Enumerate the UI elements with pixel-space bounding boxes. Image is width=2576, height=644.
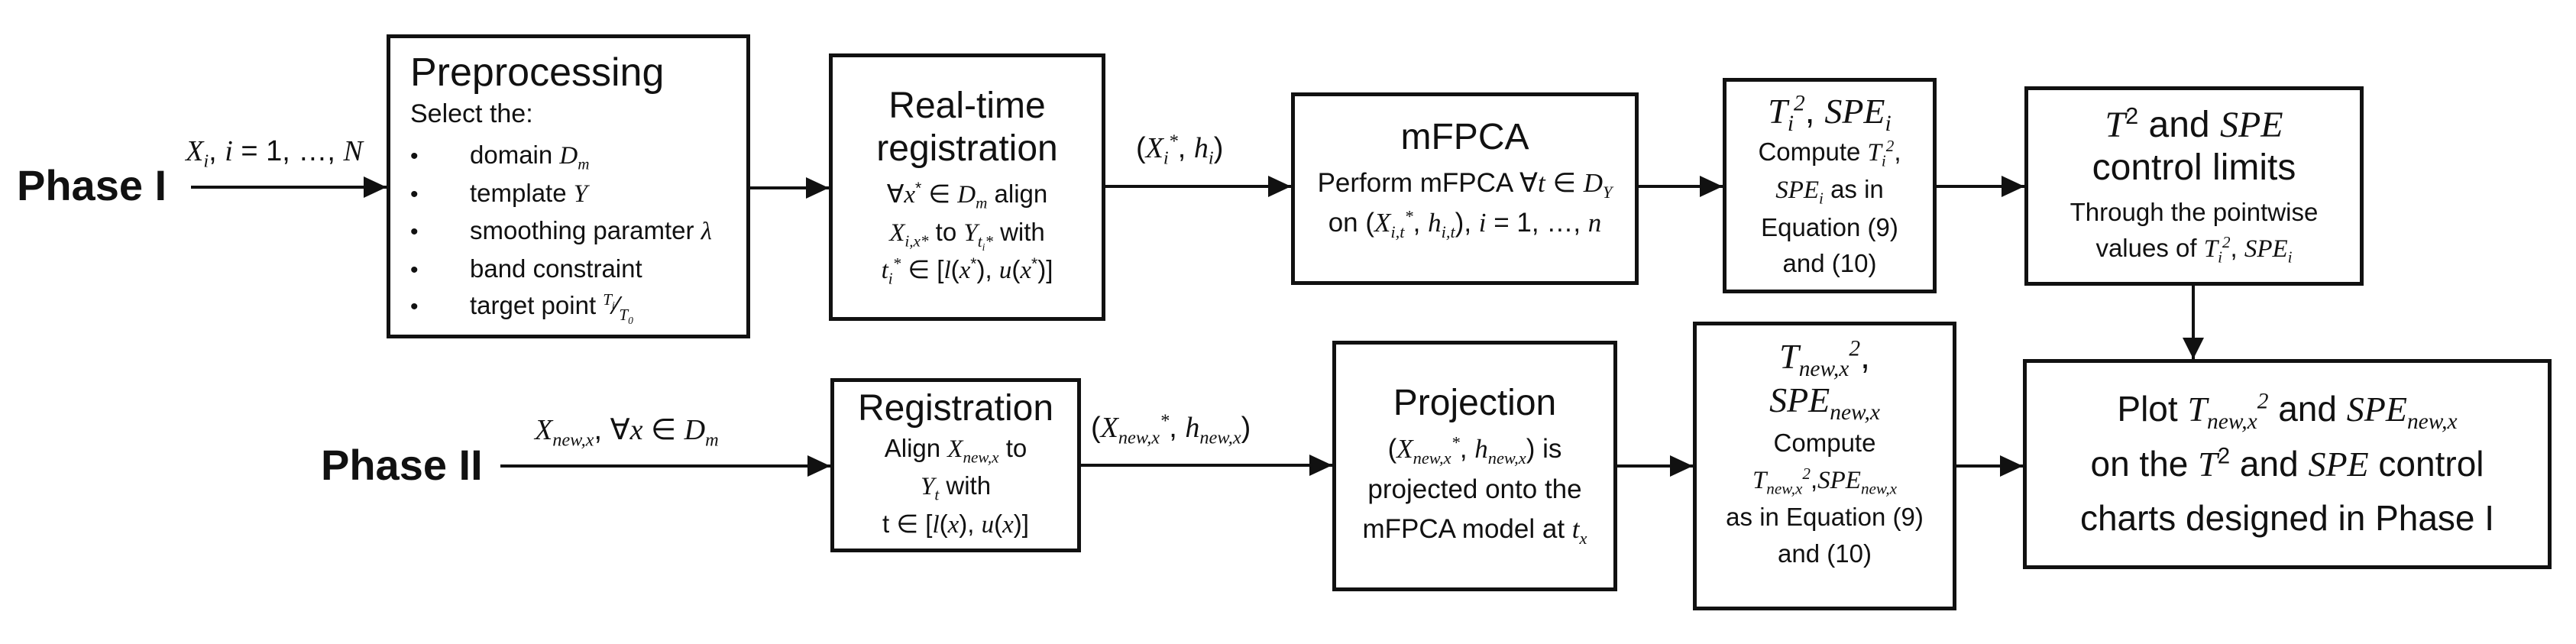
box-plot-charts: Plot Tnew,x2 and SPEnew,x on the T2 and …: [2023, 359, 2552, 569]
plot-line: on the T2 and SPE control: [2090, 443, 2484, 484]
rt-to-mfpca-arrow-label: (Xi*, hi): [1136, 131, 1224, 169]
preprocessing-title: Preprocessing: [410, 50, 665, 95]
bullet-text: target point Ti⁄T0: [470, 290, 633, 326]
arrowhead-icon: [364, 176, 387, 198]
box-realtime-registration: Real-time registration ∀x* ∈ Dm align Xi…: [829, 53, 1105, 321]
list-item: • smoothing paramter λ: [410, 212, 712, 251]
box-preprocessing: Preprocessing Select the: • domain Dm • …: [387, 34, 750, 338]
control-limits-title-line1: T2 and SPE: [2105, 102, 2283, 146]
arrowhead-icon: [2183, 338, 2204, 359]
bullet-icon: •: [410, 257, 419, 283]
formula-line: Yt with: [920, 471, 992, 504]
phase2-input-arrow-label: Xnew,x, ∀x ∈ Dm: [535, 414, 719, 451]
formula-line: Xi,x* to Yti* with: [889, 217, 1045, 253]
formula-line: mFPCA model at tx: [1362, 514, 1587, 549]
arrow-phase2-input: [500, 455, 830, 477]
preprocessing-bullet-list: • domain Dm • template Y • smoothing par…: [410, 137, 712, 325]
arrow-preprocessing-to-registration: [748, 177, 829, 199]
bullet-icon: •: [410, 181, 419, 207]
formula-line: values of Ti2, SPEi: [2095, 233, 2293, 267]
formula-line: (Xnew,x*, hnew,x) is: [1387, 432, 1562, 468]
arrowhead-icon: [806, 177, 829, 199]
arrowhead-icon: [1309, 455, 1332, 476]
bullet-text: template Y: [470, 178, 588, 208]
bullet-icon: •: [410, 143, 419, 169]
box-t2-spe-new: Tnew,x2, SPEnew,x Compute Tnew,x2,SPEnew…: [1693, 322, 1956, 610]
bullet-text: smoothing paramter λ: [470, 216, 712, 246]
formula-line: on (Xi,t*, hi,t), i = 1, …, n: [1328, 206, 1602, 242]
formula-line: Perform mFPCA ∀t ∈ DY: [1317, 167, 1613, 202]
list-item: • template Y: [410, 175, 712, 213]
preprocessing-intro: Select the:: [410, 99, 533, 128]
bullet-text: band constraint: [470, 254, 642, 283]
formula-line: projected onto the: [1367, 474, 1582, 504]
formula-line: Compute: [1773, 429, 1876, 458]
plot-line: Plot Tnew,x2 and SPEnew,x: [2117, 388, 2458, 435]
box-mfpca: mFPCA Perform mFPCA ∀t ∈ DY on (Xi,t*, h…: [1291, 92, 1639, 285]
formula-line: Equation (9): [1761, 212, 1898, 241]
t2-spe-new-title-line1: Tnew,x2,: [1779, 336, 1870, 382]
arrow-t2spe-to-limits: [1934, 176, 2024, 197]
t2-spe-new-title-line2: SPEnew,x: [1769, 380, 1880, 426]
arrow-registration2-to-projection: [1079, 455, 1332, 476]
list-item: • band constraint: [410, 251, 712, 287]
arrow-registration-to-mfpca: [1103, 176, 1291, 197]
arrowhead-icon: [2002, 176, 2024, 197]
bullet-text: domain Dm: [470, 140, 590, 173]
formula-line: and (10): [1782, 249, 1877, 278]
formula-line: Compute Ti2,: [1758, 136, 1901, 170]
control-limits-title-line2: control limits: [2092, 147, 2296, 188]
bullet-icon: •: [410, 294, 419, 320]
phase2-label: Phase II: [321, 441, 483, 489]
registration-title: Registration: [857, 387, 1054, 429]
arrowhead-icon: [1700, 176, 1723, 197]
projection-title: Projection: [1393, 383, 1557, 424]
formula-line: Through the pointwise: [2070, 197, 2319, 226]
arrow-limits-to-plot: [2183, 284, 2204, 359]
mfpca-title: mFPCA: [1400, 117, 1529, 157]
arrow-phase1-input: [191, 176, 387, 198]
arrow-t2spenew-to-plot: [1954, 455, 2023, 477]
formula-line: and (10): [1778, 539, 1872, 568]
arrow-projection-to-t2spenew: [1615, 455, 1693, 477]
t2-spe-i-title: Ti2, SPEi: [1768, 91, 1892, 137]
formula-line: ti* ∈ [l(x*), u(x*)]: [881, 254, 1053, 289]
formula-line: ∀x* ∈ Dm align: [886, 180, 1048, 212]
formula-line: Align Xnew,x to: [884, 433, 1027, 467]
arrow-mfpca-to-t2spe: [1636, 176, 1723, 197]
arrowhead-icon: [2000, 455, 2023, 477]
formula-line: Tnew,x2,SPEnew,x: [1752, 464, 1898, 498]
list-item: • target point Ti⁄T0: [410, 287, 712, 325]
box-registration: Registration Align Xnew,x to Yt with t ∈…: [830, 378, 1081, 552]
formula-line: SPEi as in: [1775, 175, 1884, 208]
reg-to-proj-arrow-label: (Xnew,x*, hnew,x): [1091, 410, 1251, 448]
list-item: • domain Dm: [410, 137, 712, 175]
formula-line: t ∈ [l(x), u(x)]: [882, 509, 1029, 539]
plot-line: charts designed in Phase I: [2079, 498, 2495, 539]
formula-line: as in Equation (9): [1726, 503, 1924, 532]
arrowhead-icon: [1670, 455, 1693, 477]
box-t2-spe-i: Ti2, SPEi Compute Ti2, SPEi as in Equati…: [1723, 78, 1937, 293]
phase1-label: Phase I: [17, 161, 167, 209]
box-control-limits: T2 and SPE control limits Through the po…: [2024, 86, 2364, 286]
realtime-registration-title: Real-time registration: [876, 86, 1058, 169]
box-projection: Projection (Xnew,x*, hnew,x) is projecte…: [1332, 341, 1617, 591]
phase1-input-arrow-label: Xi, i = 1, …, N: [186, 135, 363, 172]
bullet-icon: •: [410, 219, 419, 245]
arrowhead-icon: [807, 455, 830, 477]
arrowhead-icon: [1268, 176, 1291, 197]
